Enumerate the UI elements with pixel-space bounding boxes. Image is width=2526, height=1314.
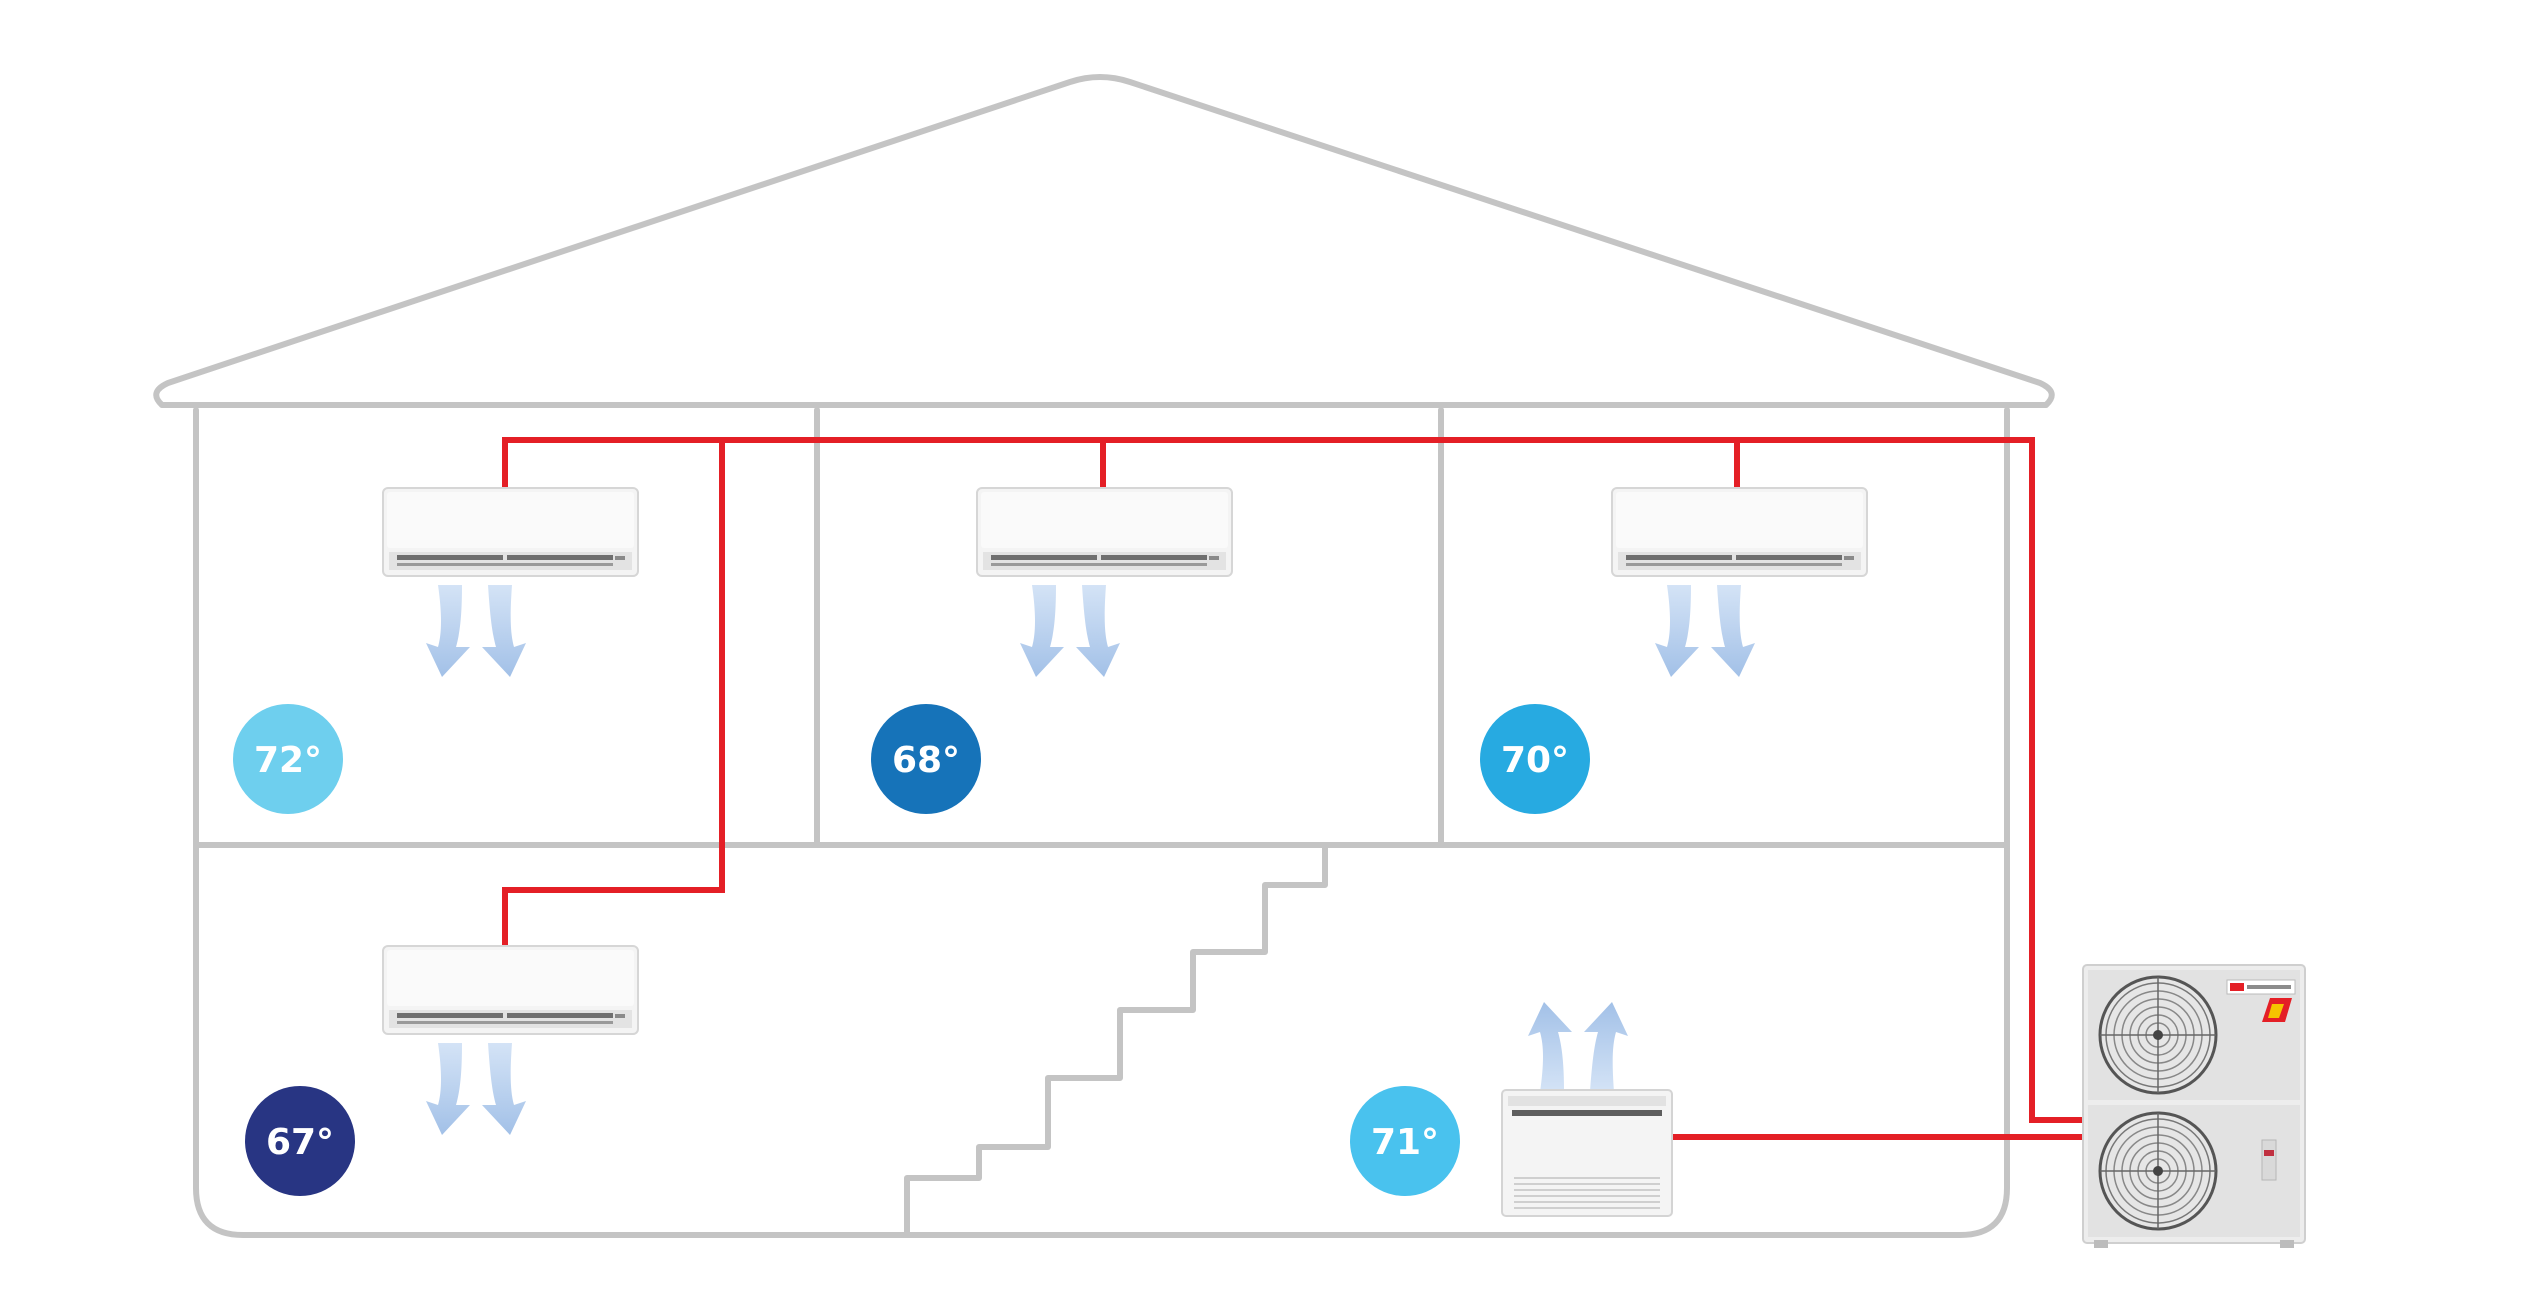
temperature-label: 67°	[266, 1122, 334, 1163]
temperature-label: 72°	[254, 740, 322, 781]
exterior-walls	[193, 407, 2010, 1238]
indoor-unit-lower-left	[382, 945, 639, 1135]
refrigerant-line-main	[502, 437, 2085, 1123]
indoor-unit-upper-left	[382, 487, 639, 677]
staircase	[904, 842, 1328, 1238]
temperature-badge-lower-right: 71°	[1350, 1086, 1460, 1196]
temperature-badge-lower-left: 67°	[245, 1086, 355, 1196]
airflow-arrow-icon	[1020, 585, 1120, 677]
temperature-badge-upper-middle: 68°	[871, 704, 981, 814]
wall-mounted-indoor-unit-icon	[976, 487, 1233, 577]
badge-circle	[233, 704, 343, 814]
indoor-unit-lower-right	[1501, 1002, 1673, 1217]
airflow-arrow-icon	[426, 1043, 526, 1135]
indoor-unit-upper-right	[1611, 487, 1868, 677]
temperature-badge-upper-right: 70°	[1480, 704, 1590, 814]
badge-circle	[1480, 704, 1590, 814]
outdoor-unit-logo	[2226, 979, 2296, 1022]
house-outline	[153, 74, 2055, 1238]
badge-circle	[1350, 1086, 1460, 1196]
indoor-unit-upper-middle	[976, 487, 1233, 677]
badge-circle	[871, 704, 981, 814]
refrigerant-lines	[502, 437, 2085, 1140]
airflow-arrow-icon	[1528, 1002, 1628, 1092]
temperature-label: 70°	[1501, 740, 1569, 781]
refrigerant-line-lower-left	[502, 440, 725, 946]
wall-mounted-indoor-unit-icon	[1611, 487, 1868, 577]
temperature-label: 71°	[1371, 1122, 1439, 1163]
floor-mounted-indoor-unit-icon	[1501, 1089, 1673, 1217]
temperature-badge-upper-left: 72°	[233, 704, 343, 814]
wall-mounted-indoor-unit-icon	[382, 487, 639, 577]
temperature-label: 68°	[892, 740, 960, 781]
airflow-arrow-icon	[426, 585, 526, 677]
wall-mounted-indoor-unit-icon	[382, 945, 639, 1035]
badge-circle	[245, 1086, 355, 1196]
roof	[153, 74, 2055, 408]
outdoor-condenser-icon	[2082, 964, 2306, 1248]
airflow-arrow-icon	[1655, 585, 1755, 677]
